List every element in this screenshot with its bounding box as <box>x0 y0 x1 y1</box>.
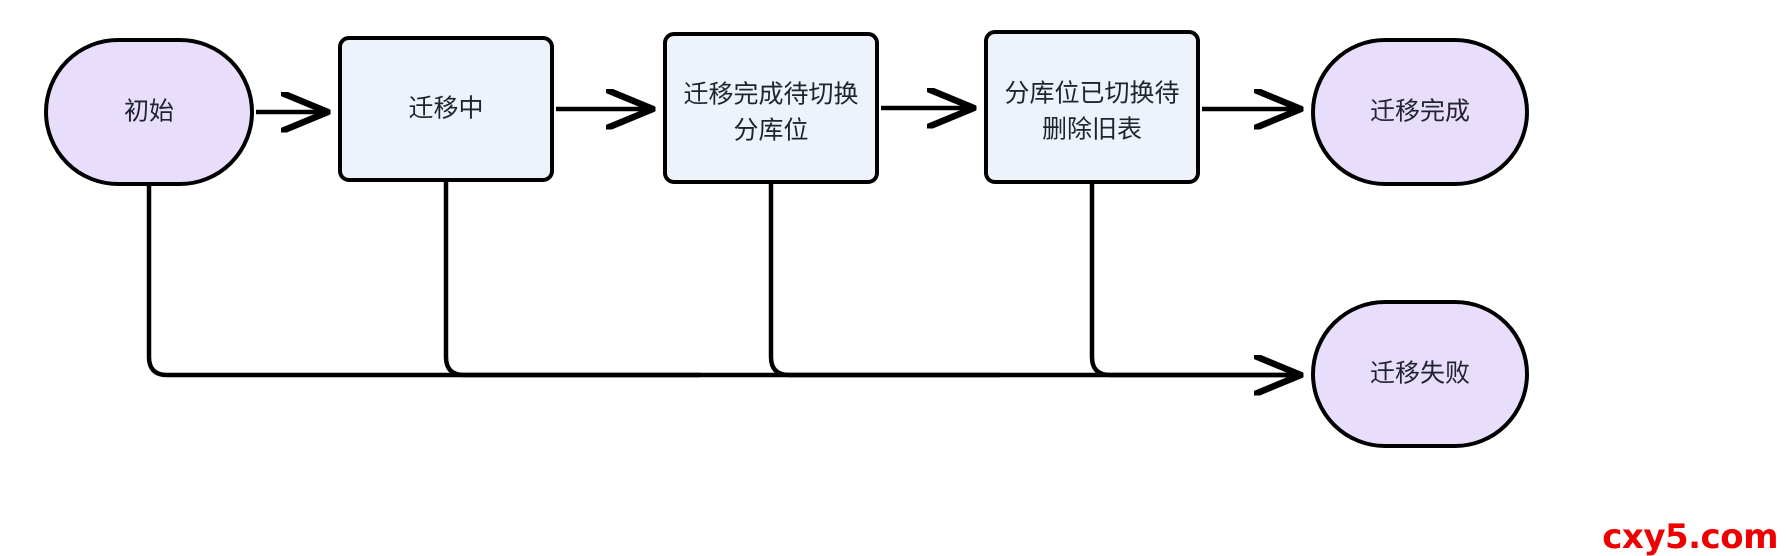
node-migrating-label: 迁移中 <box>408 95 483 123</box>
node-done-label: 迁移完成 <box>1370 98 1470 126</box>
node-failed-label: 迁移失败 <box>1370 360 1470 388</box>
node-await-drop-label-line2: 删除旧表 <box>1042 116 1142 144</box>
node-await-switch-label: 迁移完成待切换 <box>683 81 858 109</box>
node-failed-shape[interactable] <box>1311 300 1529 448</box>
node-done[interactable]: 迁移完成 <box>1311 38 1529 186</box>
node-done-shape[interactable] <box>1311 38 1529 186</box>
edge-await-drop-to-failed <box>1089 182 1300 378</box>
edge-layer <box>146 108 1300 378</box>
node-await-drop-label: 分库位已切换待 <box>1004 80 1179 108</box>
edge-await-switch-to-failed <box>768 182 1000 378</box>
node-start-shape[interactable] <box>44 38 254 186</box>
node-await-switch-label-line2: 分库位 <box>733 117 808 145</box>
node-start-label: 初始 <box>124 98 174 126</box>
node-migrating[interactable]: 迁移中 <box>338 36 554 182</box>
edge-migrating-to-failed <box>443 180 700 378</box>
node-await-drop[interactable]: 分库位已切换待 删除旧表 <box>984 30 1200 184</box>
edge-start-to-failed <box>146 184 1300 375</box>
watermark: cxy5.com <box>1602 517 1778 556</box>
node-start[interactable]: 初始 <box>44 38 254 186</box>
node-await-switch-shape[interactable] <box>663 32 879 184</box>
node-migrating-shape[interactable] <box>338 36 554 182</box>
node-await-switch[interactable]: 迁移完成待切换 分库位 <box>663 32 879 184</box>
node-await-drop-shape[interactable] <box>984 30 1200 184</box>
node-layer: 初始 迁移中 迁移完成待切换 分库位 分库位已切换待 删除旧表 <box>44 30 1529 448</box>
node-failed[interactable]: 迁移失败 <box>1311 300 1529 448</box>
